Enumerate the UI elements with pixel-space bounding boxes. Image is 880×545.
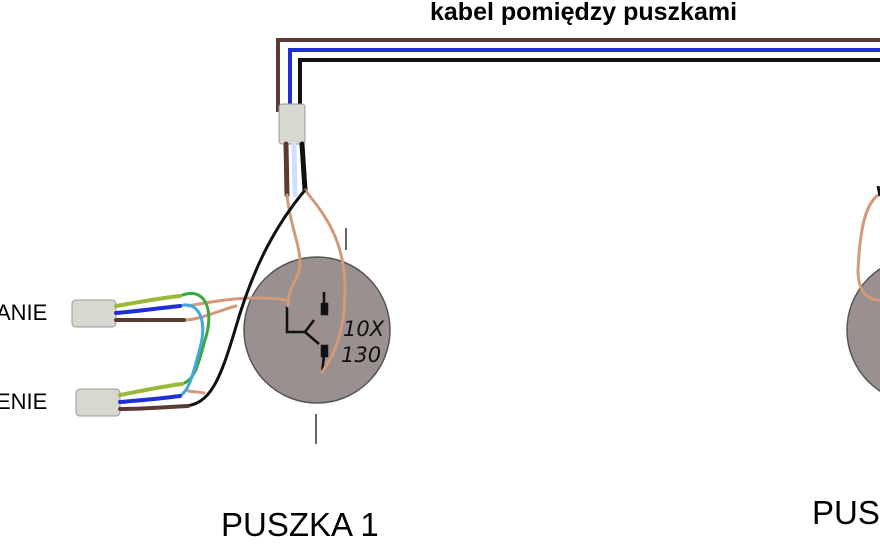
junction-box-1	[243, 256, 391, 404]
cable-wire-brown	[276, 38, 880, 112]
cable-sheath-top	[278, 103, 306, 145]
junction-box-2	[846, 268, 880, 392]
cable-top-label: ANIE	[0, 300, 48, 325]
switch-marking-line2: 130	[341, 343, 381, 367]
inter-box-cable	[276, 38, 880, 112]
diagram-title: kabel pomiędzy puszkami	[430, 0, 738, 26]
cable-bottom-label: ENIE	[0, 389, 48, 414]
copper-conductors	[182, 188, 347, 395]
blue-jumper	[179, 303, 205, 398]
cable-wire-blue	[288, 48, 880, 112]
box2-copper-wire	[856, 193, 880, 302]
cable-sheath-bottom-left	[75, 388, 121, 417]
cable-wire-black	[298, 58, 880, 112]
switch-marking-line1: 10X	[343, 317, 385, 341]
cable-sheath-top-left	[71, 299, 117, 328]
box1-label: PUSZKA 1	[221, 506, 379, 543]
double-switch-symbol	[285, 292, 329, 373]
box2-label: PUS	[812, 494, 880, 531]
black-conductor	[183, 189, 307, 408]
cable-top	[71, 294, 186, 328]
cable-bottom	[75, 382, 190, 417]
sheath-wires	[283, 141, 308, 198]
